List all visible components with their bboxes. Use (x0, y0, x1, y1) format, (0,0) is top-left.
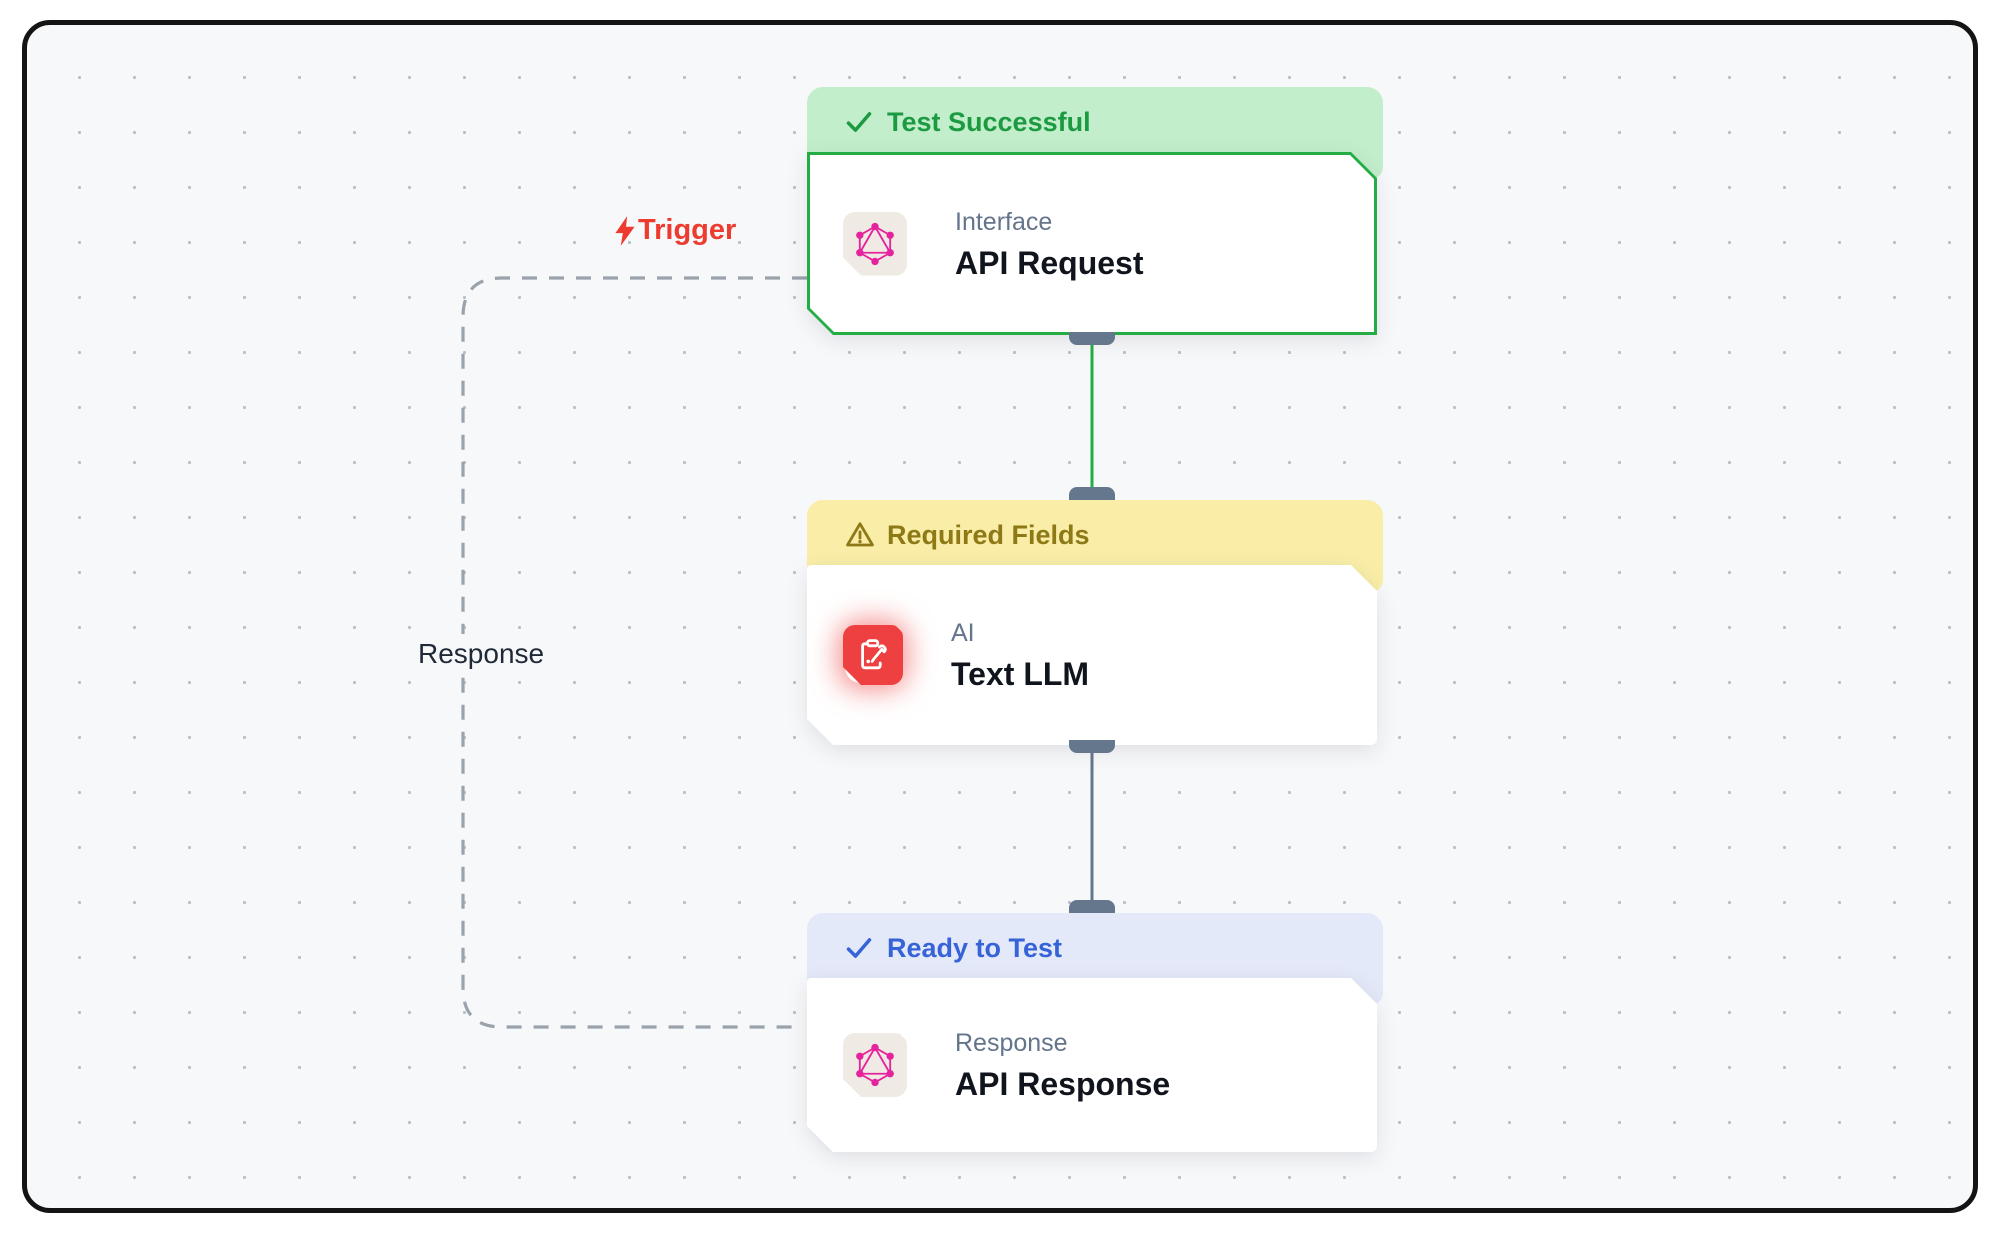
graphql-logo-icon (843, 1033, 907, 1097)
node-text-llm[interactable]: Required Fields (807, 487, 1383, 758)
clipboard-edit-icon (843, 625, 903, 685)
workflow-canvas[interactable]: Trigger Response Test Successful (27, 25, 1973, 1208)
node-api-request[interactable]: Test Successful (807, 87, 1383, 348)
input-handle[interactable] (1069, 900, 1115, 913)
status-banner-label: Ready to Test (887, 933, 1063, 963)
check-icon (845, 103, 875, 141)
node-category: AI (951, 619, 975, 647)
node-title: Text LLM (951, 656, 1090, 692)
node-title: API Request (955, 244, 1144, 281)
graphql-logo-icon (843, 212, 907, 276)
lightning-bolt-icon (615, 215, 635, 246)
node-title: API Response (955, 1066, 1171, 1102)
status-banner-label: Required Fields (887, 520, 1090, 550)
status-banner-label: Test Successful (887, 107, 1091, 137)
node-category: Response (955, 1029, 1068, 1057)
output-handle[interactable] (1069, 332, 1115, 345)
node-body[interactable]: Response API Response (807, 978, 1377, 1152)
check-icon (845, 929, 875, 967)
trigger-edge-label: Trigger (612, 214, 736, 247)
trigger-edge-label-text: Trigger (638, 214, 737, 246)
response-edge-label-text: Response (418, 638, 545, 669)
node-body[interactable]: Interface API Request (810, 155, 1374, 332)
response-edge-label: Response (404, 634, 559, 674)
input-handle[interactable] (1069, 487, 1115, 500)
workflow-canvas-frame: Trigger Response Test Successful (22, 20, 1978, 1213)
warning-triangle-icon (845, 516, 875, 554)
node-body[interactable]: AI Text LLM (807, 565, 1377, 745)
node-api-response[interactable]: Ready to Test (807, 900, 1383, 1165)
output-handle[interactable] (1069, 740, 1115, 753)
node-category: Interface (955, 207, 1053, 236)
